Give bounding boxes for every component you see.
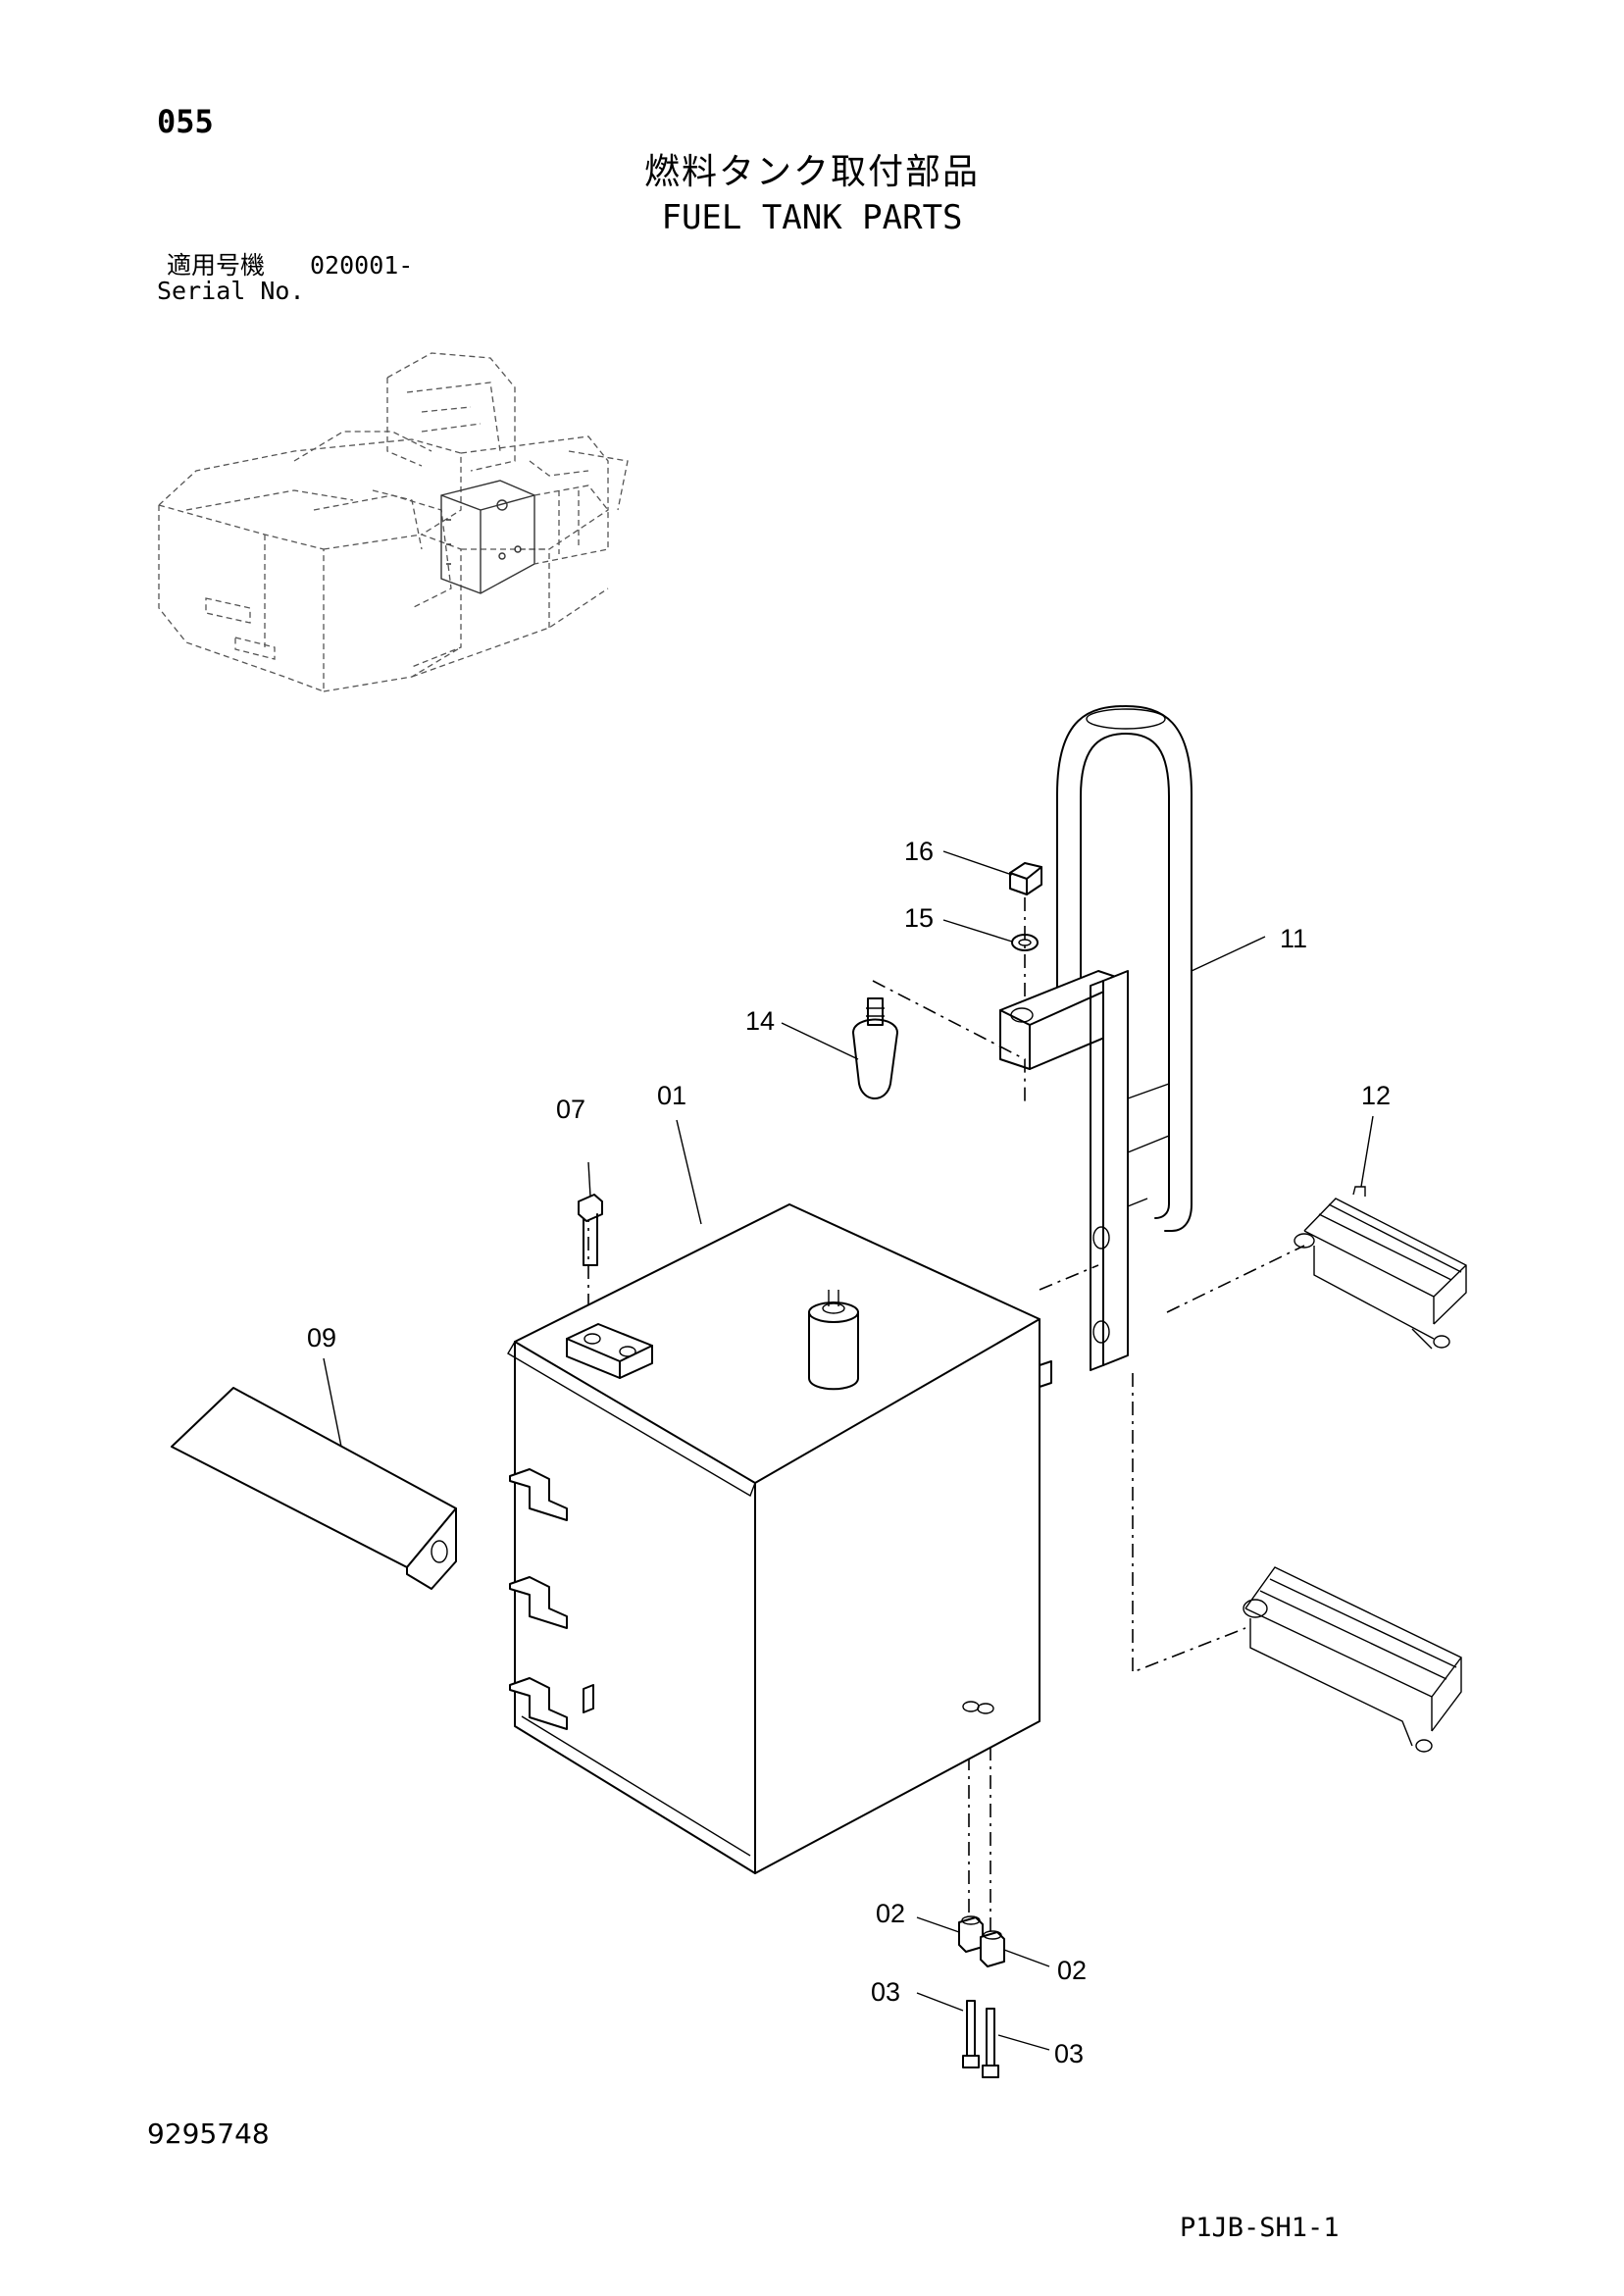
callout-03-right: 03	[1054, 2039, 1084, 2068]
assembly-line	[1166, 1245, 1305, 1313]
callout-02-right: 02	[1057, 1956, 1087, 1985]
assembly-line	[872, 980, 1026, 1106]
page-number: 055	[157, 103, 214, 140]
part-07-bolt	[578, 1194, 603, 1266]
part-03-bolts	[962, 2000, 999, 2078]
title-english: FUEL TANK PARTS	[661, 198, 963, 237]
callout-07: 07	[556, 1095, 585, 1124]
part-09-cover	[171, 1387, 457, 1590]
callout-14: 14	[745, 1006, 775, 1036]
serial-label-english: Serial No.	[157, 277, 305, 305]
callout-03-left: 03	[871, 1977, 900, 2007]
serial-value: 020001-	[310, 251, 414, 280]
part-16-nut	[1009, 862, 1042, 895]
callout-02-left: 02	[876, 1899, 905, 1928]
drawing-number: 9295748	[147, 2117, 270, 2150]
sheet-code: P1JB-SH1-1	[1180, 2213, 1340, 2243]
serial-label-japanese: 適用号機	[167, 251, 266, 280]
callout-09: 09	[307, 1323, 336, 1352]
callout-12: 12	[1361, 1081, 1391, 1110]
machine-overview-thumbnail	[158, 352, 629, 692]
part-12-steps	[1243, 1186, 1467, 1753]
callout-11: 11	[1280, 924, 1307, 953]
part-02-spacers	[958, 1915, 1005, 1967]
callout-16: 16	[904, 837, 934, 866]
callout-15: 15	[904, 903, 934, 933]
part-14-stopper	[852, 997, 898, 1099]
part-01-fuel-tank	[507, 1203, 1052, 1874]
title-japanese: 燃料タンク取付部品	[643, 152, 980, 192]
callout-01: 01	[657, 1081, 686, 1110]
part-11-handrail	[999, 705, 1193, 1371]
assembly-line	[1132, 1373, 1246, 1674]
assembly-line	[1039, 1264, 1099, 1291]
leader-lines	[323, 850, 1374, 2051]
